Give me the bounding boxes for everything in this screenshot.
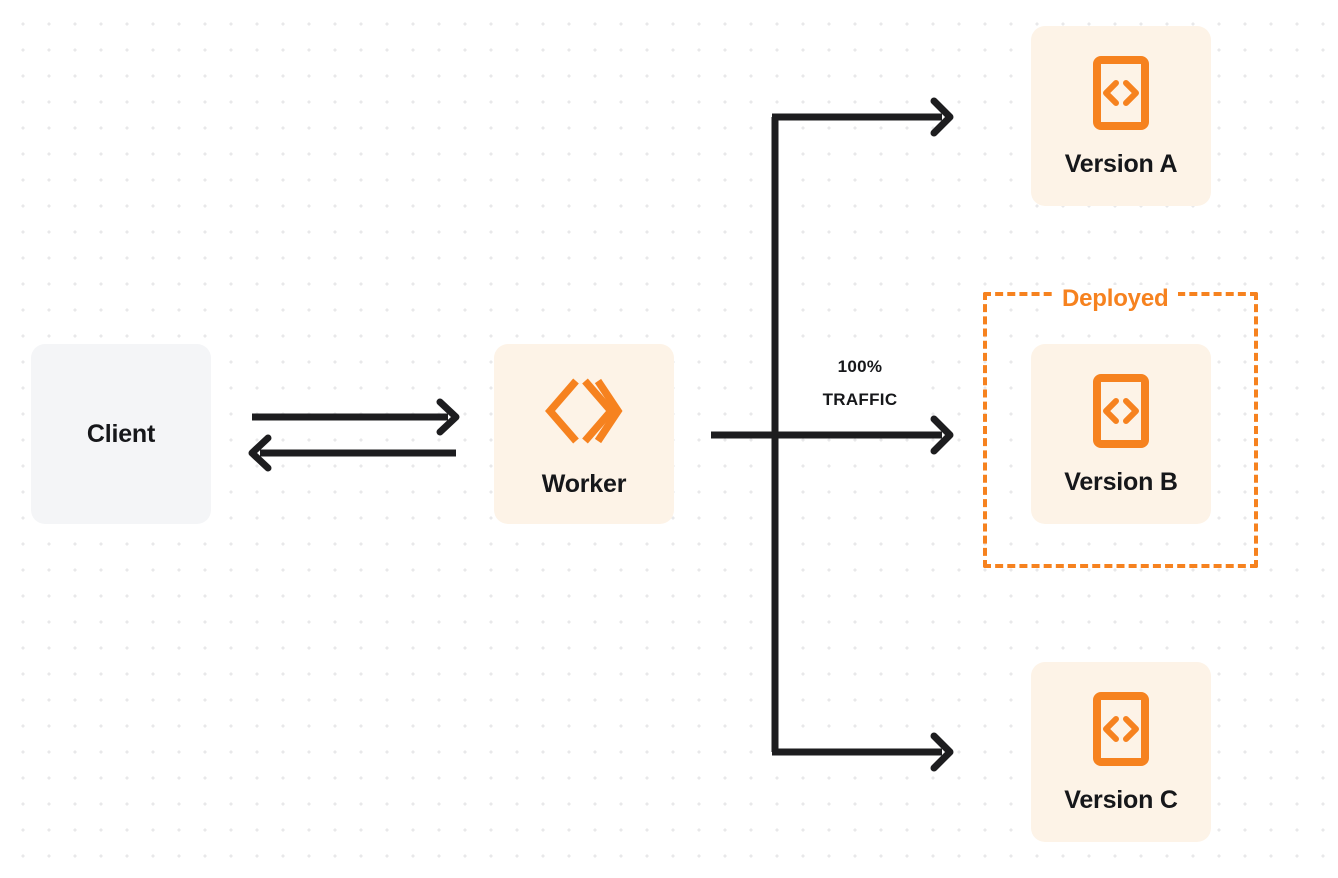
node-version-b[interactable]: Version B: [1031, 344, 1211, 524]
node-version-c[interactable]: Version C: [1031, 662, 1211, 842]
node-version-a[interactable]: Version A: [1031, 26, 1211, 206]
node-worker[interactable]: Worker: [494, 344, 674, 524]
code-file-icon: [1092, 691, 1150, 766]
edge-worker-to-client: [248, 434, 456, 472]
edge-worker-to-version-a: [772, 97, 954, 137]
deployed-group-label: Deployed: [1052, 285, 1179, 313]
node-version-a-label: Version A: [1064, 149, 1178, 178]
traffic-unit: TRAFFIC: [822, 390, 898, 409]
node-version-c-label: Version C: [1064, 785, 1178, 814]
node-client[interactable]: Client: [31, 344, 211, 524]
node-worker-label: Worker: [541, 469, 627, 498]
node-version-b-label: Version B: [1064, 467, 1178, 496]
edge-worker-to-version-c: [772, 732, 954, 772]
traffic-label: 100% TRAFFIC: [795, 350, 925, 416]
edge-worker-to-version-b: [711, 415, 954, 455]
code-file-icon: [1092, 55, 1150, 130]
traffic-percent: 100%: [837, 357, 883, 376]
node-client-label: Client: [86, 419, 156, 448]
workers-logo-icon: [545, 372, 623, 450]
code-file-icon: [1092, 373, 1150, 448]
edge-client-to-worker: [252, 398, 460, 436]
